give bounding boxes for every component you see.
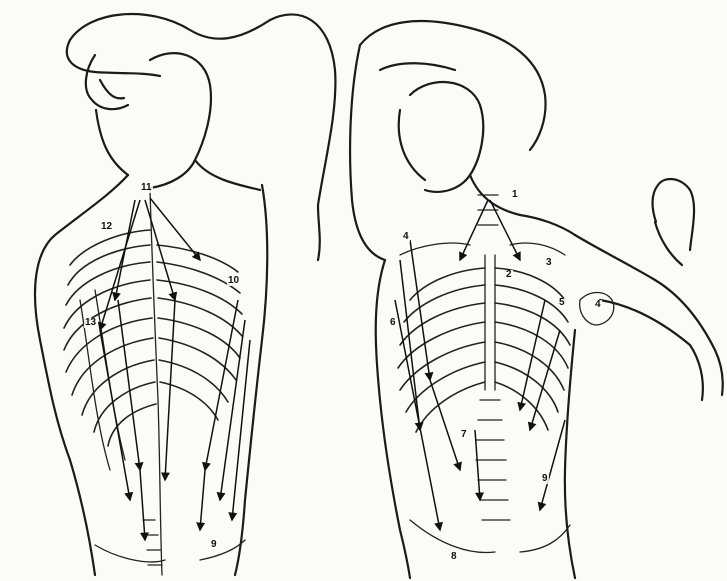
- label-right-4a: 4: [402, 232, 410, 242]
- label-right-1: 1: [511, 190, 519, 200]
- label-left-11: 11: [140, 183, 153, 193]
- label-left-13: 13: [84, 318, 97, 328]
- label-right-6: 6: [389, 318, 397, 328]
- label-right-2: 2: [505, 270, 513, 280]
- label-right-7: 7: [460, 430, 468, 440]
- label-right-9: 9: [541, 474, 549, 484]
- label-right-8: 8: [450, 552, 458, 562]
- label-right-5: 5: [558, 298, 566, 308]
- back-view-figure: [35, 14, 335, 575]
- label-left-12: 12: [100, 222, 113, 232]
- ribs-right-figure: [398, 268, 570, 432]
- label-left-10: 10: [227, 276, 240, 286]
- front-view-figure: [350, 21, 723, 578]
- label-right-3: 3: [545, 258, 553, 268]
- label-left-9: 9: [210, 540, 218, 550]
- label-right-4b: 4: [594, 300, 602, 310]
